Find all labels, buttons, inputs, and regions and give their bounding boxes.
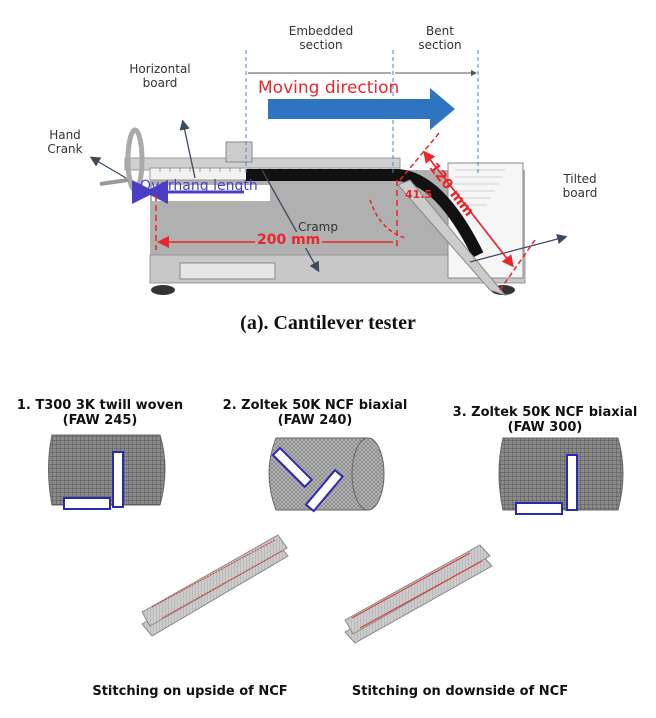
angle-label: 41.5: [405, 188, 433, 201]
moving-direction-arrow: [268, 88, 455, 130]
length-200mm-label: 200 mm: [255, 232, 323, 248]
stitching-upside-caption: Stitching on upside of NCF: [92, 684, 288, 699]
fabric-1-title: 1. T300 3K twill woven(FAW 245): [16, 398, 184, 428]
fabric-3-drawing: [498, 437, 624, 515]
fabric-2-drawing: [268, 437, 385, 513]
cramp-label: Cramp: [298, 220, 338, 234]
fabric-2-title: 2. Zoltek 50K NCF biaxial(FAW 240): [222, 398, 408, 428]
stitching-downside-caption: Stitching on downside of NCF: [351, 684, 569, 699]
fabric-1-drawing: [48, 434, 166, 510]
overhang-length-label: Overhang length: [140, 178, 258, 194]
fabric-3-title: 3. Zoltek 50K NCF biaxial(FAW 300): [452, 405, 638, 435]
stitching-downside-drawing: [344, 544, 493, 644]
moving-direction-label: Moving direction: [258, 78, 400, 98]
panel-a-caption: (a). Cantilever tester: [240, 312, 416, 334]
stitching-upside-drawing: [141, 534, 289, 637]
